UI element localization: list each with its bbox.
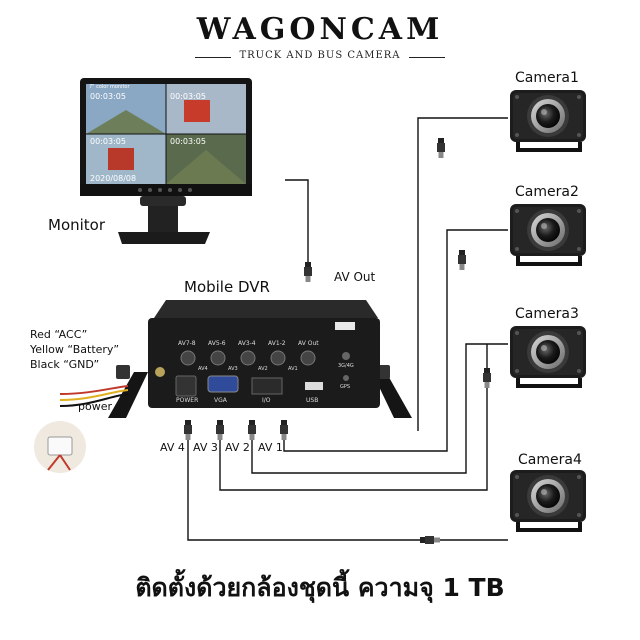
port-label-gps: GPS: [340, 384, 351, 390]
camera1-label: Camera1: [515, 70, 579, 86]
dvr-label: Mobile DVR: [184, 278, 270, 296]
camera4-label: Camera4: [518, 452, 582, 468]
cable-camera4: [187, 440, 508, 541]
monitor-label: Monitor: [48, 216, 106, 234]
screen-timestamp-2: 00:03:05: [170, 92, 206, 101]
connector-av2: [248, 420, 256, 440]
port-label-power: POWER: [176, 397, 199, 404]
port-label-vga: VGA: [214, 397, 227, 404]
port-label-3g4g: 3G/4G: [338, 363, 354, 369]
input-label-av2: AV 2: [225, 441, 250, 454]
cable-camera2: [283, 229, 508, 452]
camera1-device: [508, 88, 588, 152]
tagline-rule-left: [195, 57, 231, 58]
monitor-device: [80, 78, 252, 244]
port-label-av78: AV7-8: [178, 340, 196, 347]
port-sub-av4: AV4: [198, 366, 208, 372]
tagline-rule-right: [409, 57, 445, 58]
port-label-avout: AV Out: [298, 340, 319, 347]
port-label-av34: AV3-4: [238, 340, 256, 347]
power-label: power: [78, 400, 112, 413]
connector-camera2: [458, 250, 466, 270]
cables: [187, 117, 508, 541]
bottom-caption: ติดตั้งด้วยกล้องชุดนี้ ความจุ 1 TB: [135, 573, 505, 602]
camera3-label: Camera3: [515, 306, 579, 322]
connector-camera1: [437, 138, 445, 158]
cable-monitor-avout: [285, 179, 309, 272]
monitor-screen-title: 7" color monitor: [89, 84, 130, 90]
connector-av4: [184, 420, 192, 440]
connector-av3: [216, 420, 224, 440]
connector-avout: [304, 262, 312, 282]
connector-camera4: [420, 536, 440, 544]
screen-date: 2020/08/08: [90, 174, 137, 183]
cable-camera3: [251, 343, 508, 474]
screen-timestamp-3: 00:03:05: [90, 137, 126, 146]
port-label-av12: AV1-2: [268, 340, 286, 347]
camera2-device: [508, 202, 588, 266]
wire-label-yellow: Yellow “Battery”: [30, 343, 120, 356]
camera4-device: [508, 468, 588, 532]
port-sub-av2: AV2: [258, 366, 268, 372]
power-plug: [34, 421, 86, 473]
cable-camera1: [417, 117, 508, 431]
av-out-label: AV Out: [334, 270, 376, 284]
wire-label-black: Black “GND”: [30, 358, 100, 371]
input-label-av4: AV 4: [160, 441, 185, 454]
camera2-label: Camera2: [515, 184, 579, 200]
port-label-av56: AV5-6: [208, 340, 226, 347]
connector-camera3: [483, 368, 491, 388]
wire-label-red: Red “ACC”: [30, 328, 88, 341]
cable-camera3-branch: [219, 344, 488, 491]
input-label-av1: AV 1: [258, 441, 283, 454]
port-label-usb: USB: [306, 397, 319, 404]
screen-timestamp-1: 00:03:05: [90, 92, 126, 101]
brand-logo: WAGONCAM: [196, 12, 444, 47]
port-sub-av1: AV1: [288, 366, 298, 372]
tagline: TRUCK AND BUS CAMERA: [239, 50, 401, 61]
input-label-av3: AV 3: [193, 441, 218, 454]
camera3-device: [508, 324, 588, 388]
port-label-io: I/O: [262, 397, 271, 404]
port-sub-av3: AV3: [228, 366, 238, 372]
dvr-device: [108, 300, 412, 418]
power-wires: [59, 385, 129, 407]
screen-timestamp-4: 00:03:05: [170, 137, 206, 146]
connector-av1: [280, 420, 288, 440]
tagline-row: TRUCK AND BUS CAMERA: [195, 50, 445, 64]
